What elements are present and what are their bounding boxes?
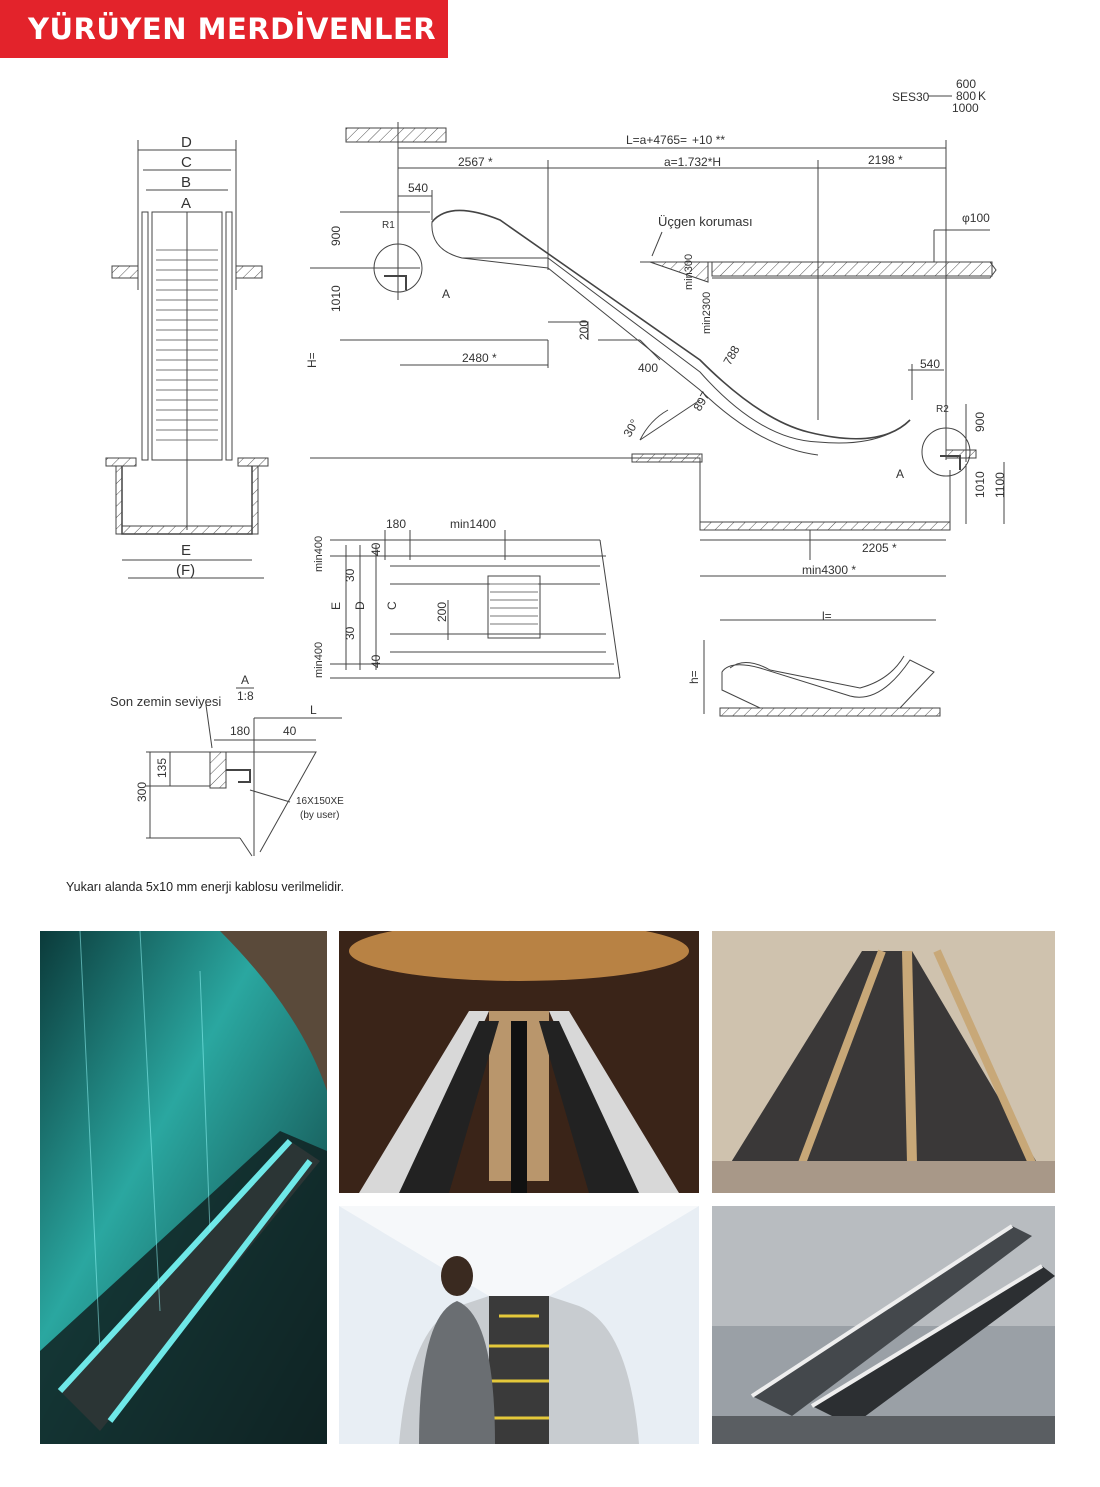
width-suffix: K <box>978 89 986 103</box>
dim-min400-top: min400 <box>313 536 325 572</box>
dim-l-eq: l= <box>822 609 832 623</box>
detail-dim-40: 40 <box>283 724 297 738</box>
dim-h-eq: h= <box>687 670 701 684</box>
dim-788: 788 <box>720 343 742 368</box>
plan-label-f: (F) <box>176 562 195 579</box>
detail-title: A <box>241 673 249 687</box>
dim-min300: min300 <box>683 254 695 290</box>
detail-a <box>146 687 342 857</box>
dim-30-top: 30 <box>343 568 357 582</box>
detail-dim-135: 135 <box>155 758 169 778</box>
dim-30-bottom: 30 <box>343 626 357 640</box>
plan-label-d: D <box>181 134 192 151</box>
dim-2205: 2205 * <box>862 541 897 555</box>
dim-H: H= <box>305 352 319 368</box>
detail-dim-180: 180 <box>230 724 250 738</box>
dim-min1400: min1400 <box>450 517 496 531</box>
dim-r1: R1 <box>382 220 395 231</box>
detail-callout-a-top: A <box>442 287 450 301</box>
dim-200: 200 <box>577 320 591 340</box>
callout-floor-level: Son zemin seviyesi <box>110 694 221 709</box>
plan-label-c: C <box>181 154 192 171</box>
dim-2480: 2480 * <box>462 351 497 365</box>
dim-2567: 2567 * <box>458 155 493 169</box>
dim-min400-bottom: min400 <box>313 642 325 678</box>
dim-40-bottom: 40 <box>369 654 383 668</box>
dim-900-top: 900 <box>329 226 343 246</box>
dim-180: 180 <box>386 517 406 531</box>
detail-bolt: 16X150XE <box>296 796 344 807</box>
dim-540-top: 540 <box>408 181 428 195</box>
plan-label-b: B <box>181 174 191 191</box>
dim-r2: R2 <box>936 404 949 415</box>
photo-moving-walkway <box>339 1206 699 1444</box>
cable-note: Yukarı alanda 5x10 mm enerji kablosu ver… <box>66 880 344 894</box>
dim-angle: 30° <box>620 417 641 440</box>
model-label: SES30 <box>892 90 930 104</box>
detail-dim-L: L <box>310 703 317 717</box>
dim-40-top: 40 <box>369 542 383 556</box>
side-elevation <box>310 122 1005 577</box>
photo-steel-escalators <box>712 1206 1055 1444</box>
plan-view <box>105 140 269 579</box>
title-banner: YÜRÜYEN MERDİVENLER <box>0 0 448 58</box>
dim-L-tol: +10 ** <box>692 133 725 147</box>
dim-phi100: φ100 <box>962 211 990 225</box>
photo-glass-escalator <box>40 931 327 1444</box>
dim-540-bottom: 540 <box>920 357 940 371</box>
width-800: 800 <box>956 89 976 103</box>
dim-897: 897 <box>690 389 712 414</box>
dim-400: 400 <box>638 361 658 375</box>
small-outline <box>703 619 941 717</box>
top-dim-200: 200 <box>435 602 449 622</box>
technical-drawing: SES30 600 800 1000 K D C B A E (F) L=a+4… <box>105 77 1007 857</box>
top-label-d: D <box>353 601 367 610</box>
photo-mall-escalators <box>339 931 699 1193</box>
detail-scale: 1:8 <box>237 689 254 703</box>
photo-tunnel-escalators <box>712 931 1055 1193</box>
plan-label-a: A <box>181 195 191 212</box>
top-view <box>330 530 621 679</box>
detail-by-user: (by user) <box>300 810 339 821</box>
dim-2198: 2198 * <box>868 153 903 167</box>
dim-a: a=1.732*H <box>664 155 721 169</box>
page-title: YÜRÜYEN MERDİVENLER <box>28 12 437 46</box>
dim-900-bottom: 900 <box>973 412 987 432</box>
dim-min2300: min2300 <box>701 292 713 334</box>
plan-label-e: E <box>181 542 191 559</box>
dim-min4300: min4300 * <box>802 563 856 577</box>
top-label-e: E <box>329 602 343 610</box>
dim-L: L=a+4765= <box>626 133 687 147</box>
dim-1010-bottom: 1010 <box>973 471 987 498</box>
detail-dim-300: 300 <box>135 782 149 802</box>
callout-triangle-guard: Üçgen koruması <box>658 214 753 229</box>
dim-1010-top: 1010 <box>329 285 343 312</box>
width-1000: 1000 <box>952 101 979 115</box>
width-600: 600 <box>956 77 976 91</box>
top-label-c: C <box>385 601 399 610</box>
detail-callout-a-bottom: A <box>896 467 904 481</box>
dim-1100: 1100 <box>993 472 1007 498</box>
